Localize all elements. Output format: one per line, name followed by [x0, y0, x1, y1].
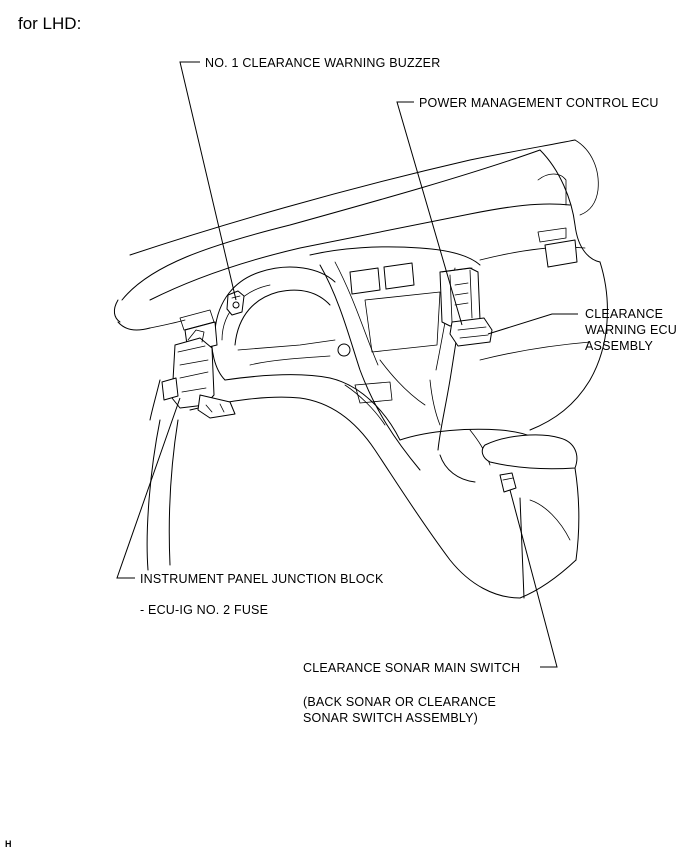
- clearance-ecu-label: CLEARANCE WARNING ECU ASSEMBLY: [585, 306, 677, 354]
- dashboard-outline: [113, 139, 608, 431]
- clearance-ecu-label-line-1: CLEARANCE: [585, 307, 664, 321]
- clearance-ecu-label-line-2: WARNING ECU: [585, 323, 678, 337]
- lower-console: [117, 319, 580, 599]
- fuse-label: - ECU-IG NO. 2 FUSE: [140, 603, 269, 617]
- sonar-switch-label: CLEARANCE SONAR MAIN SWITCH: [303, 661, 521, 675]
- sonar-note-line-1: (BACK SONAR OR CLEARANCE: [303, 695, 497, 709]
- junction-block-part: [161, 329, 236, 419]
- sonar-note-label: (BACK SONAR OR CLEARANCE SONAR SWITCH AS…: [303, 694, 496, 726]
- buzzer-label: NO. 1 CLEARANCE WARNING BUZZER: [205, 56, 441, 70]
- figure-id: H: [5, 839, 12, 849]
- buzzer-part: [226, 290, 245, 316]
- clearance-ecu-label-line-3: ASSEMBLY: [585, 339, 654, 353]
- power-ecu-label: POWER MANAGEMENT CONTROL ECU: [419, 96, 659, 110]
- leader-lines: [116, 61, 578, 668]
- sonar-note-line-2: SONAR SWITCH ASSEMBLY): [303, 711, 479, 725]
- page-heading: for LHD:: [18, 14, 82, 33]
- clearance-ecu-part: [449, 317, 493, 347]
- junction-block-label: INSTRUMENT PANEL JUNCTION BLOCK: [140, 572, 384, 586]
- sonar-switch-part: [499, 472, 517, 493]
